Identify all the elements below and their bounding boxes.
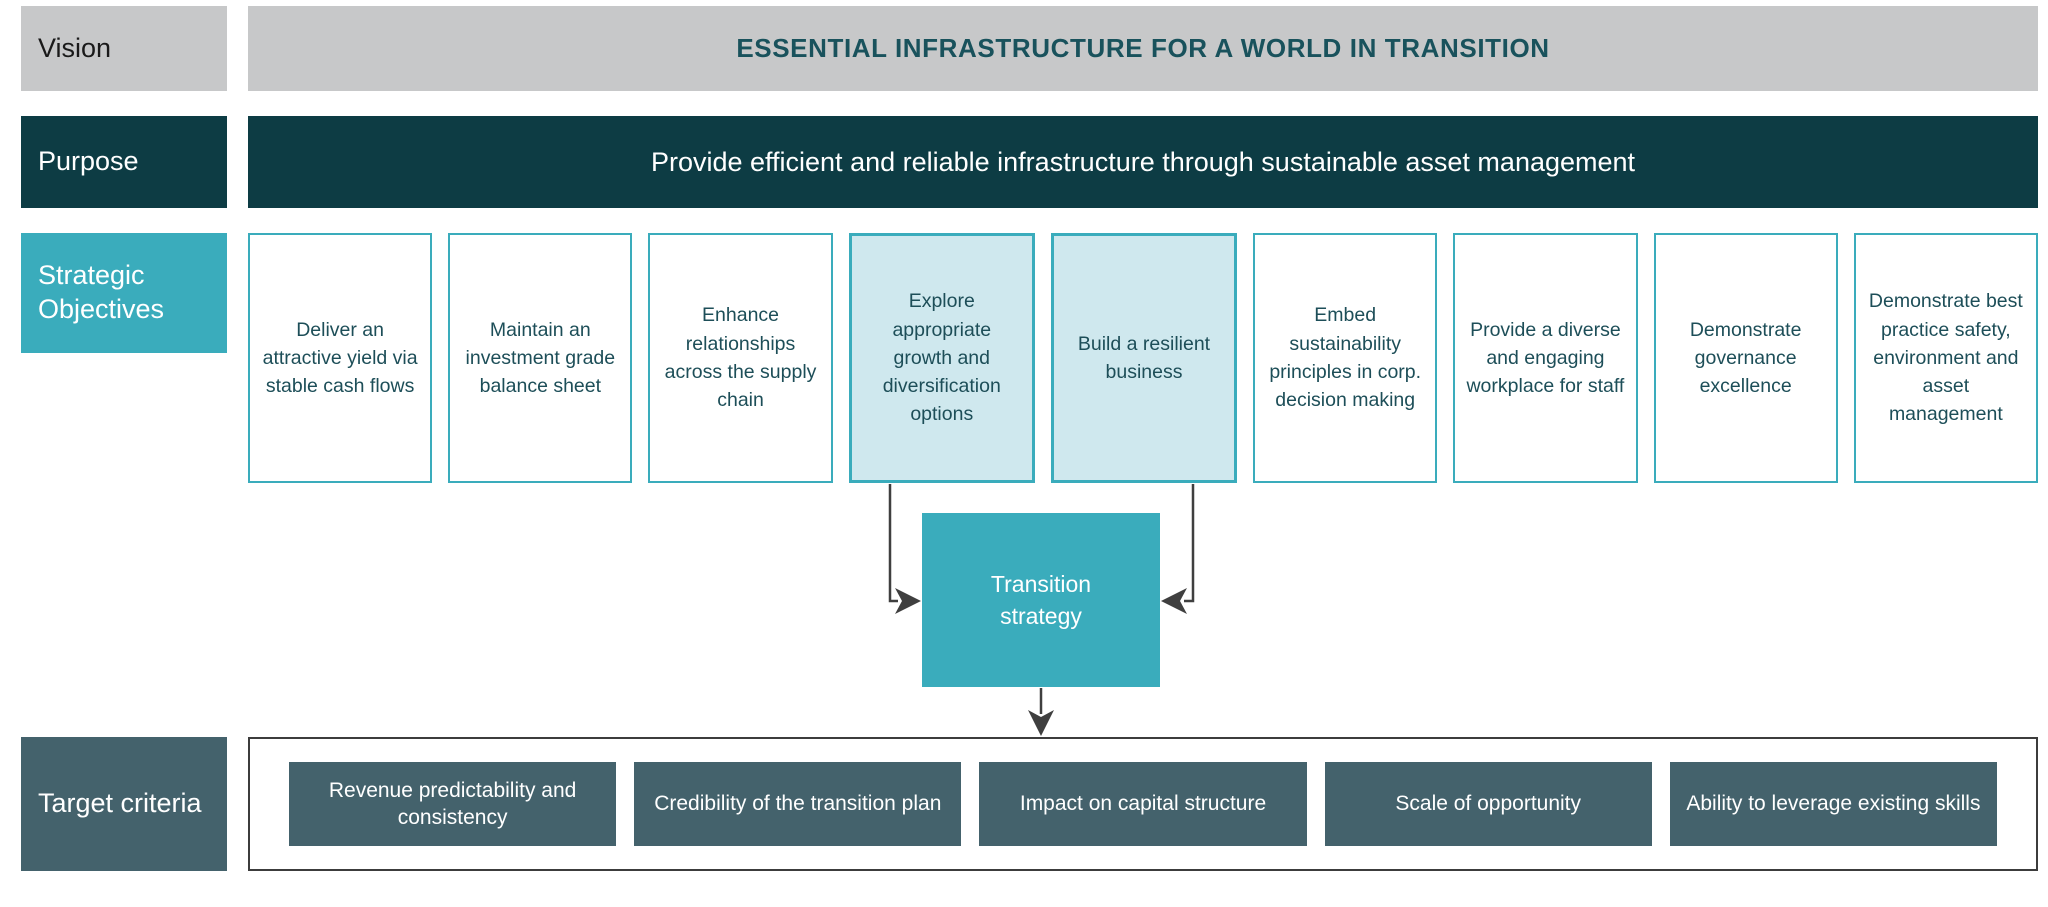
- connector-left-arrowhead-icon: [895, 588, 921, 614]
- objective-box-yield: Deliver an attractive yield via stable c…: [248, 233, 433, 483]
- purpose-statement-text: Provide efficient and reliable infrastru…: [650, 146, 1636, 177]
- objective-box-governance: Demonstrate governance excellence: [1653, 233, 1838, 483]
- strategic-objectives-label-text: Strategic Objectives: [38, 260, 165, 324]
- vision-statement-text: ESSENTIAL INFRASTRUCTURE FOR A WORLD IN …: [736, 33, 1550, 63]
- objective-box-resilient-business: Build a resilient business: [1050, 233, 1238, 483]
- criteria-box-scale-of-opportunity: Scale of opportunity: [1324, 762, 1652, 846]
- strategic-objectives-row: Deliver an attractive yield via stable c…: [248, 233, 2038, 483]
- purpose-row-label: Purpose: [21, 116, 227, 208]
- connector-right-arrowhead-icon: [1161, 588, 1187, 614]
- transition-strategy-text: Transition strategy: [990, 570, 1092, 629]
- purpose-statement-bar: Provide efficient and reliable infrastru…: [248, 116, 2038, 208]
- criteria-box-transition-plan-credibility: Credibility of the transition plan: [634, 762, 962, 846]
- strategic-objectives-row-label: Strategic Objectives: [21, 233, 227, 353]
- objective-box-growth-diversification: Explore appropriate growth and diversifi…: [848, 233, 1035, 483]
- connector-right-line: [1184, 484, 1195, 603]
- vision-label-text: Vision: [38, 32, 112, 63]
- objective-box-supply-chain: Enhance relationships across the supply …: [648, 233, 833, 483]
- criteria-box-capital-structure: Impact on capital structure: [979, 762, 1307, 846]
- purpose-label-text: Purpose: [38, 146, 139, 177]
- connector-down-arrowhead-icon: [1028, 710, 1054, 736]
- connector-left-line: [888, 484, 898, 603]
- criteria-box-revenue-predictability: Revenue predictability and consistency: [289, 762, 617, 846]
- vision-row-label: Vision: [21, 6, 227, 91]
- objective-box-workplace: Provide a diverse and engaging workplace…: [1453, 233, 1638, 483]
- vision-statement-bar: ESSENTIAL INFRASTRUCTURE FOR A WORLD IN …: [248, 6, 2038, 91]
- criteria-box-leverage-skills: Ability to leverage existing skills: [1669, 762, 1998, 846]
- target-criteria-row-label: Target criteria: [21, 737, 227, 871]
- target-criteria-container: Revenue predictability and consistency C…: [248, 737, 2038, 871]
- objective-box-safety-environment: Demonstrate best practice safety, enviro…: [1853, 233, 2038, 483]
- objective-box-sustainability: Embed sustainability principles in corp.…: [1253, 233, 1438, 483]
- transition-strategy-box: Transition strategy: [922, 513, 1160, 687]
- objective-box-balance-sheet: Maintain an investment grade balance she…: [448, 233, 633, 483]
- target-criteria-label-text: Target criteria: [38, 788, 202, 819]
